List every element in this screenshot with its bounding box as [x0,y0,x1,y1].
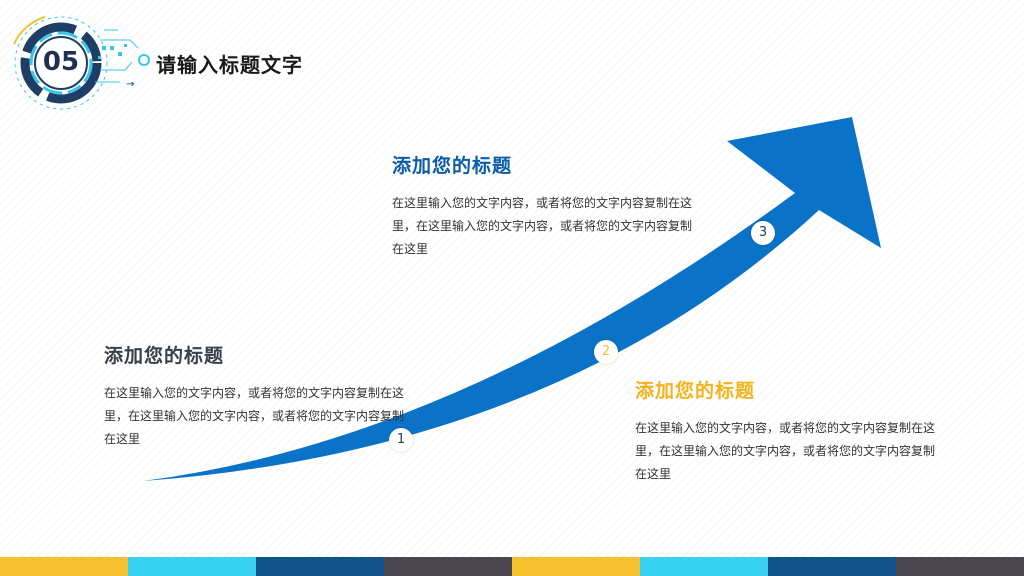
block-title: 添加您的标题 [104,345,225,367]
slide-header: → 05 请输入标题文字 [0,0,360,110]
step-number-1: 1 [396,432,406,447]
text-block-2: 添加您的标题 在这里输入您的文字内容，或者将您的文字内容复制在这里，在这里输入您… [635,376,945,486]
color-segment [512,557,640,576]
step-number-3: 3 [758,225,768,240]
text-block-1: 添加您的标题 在这里输入您的文字内容，或者将您的文字内容复制在这里，在这里输入您… [104,341,404,451]
step-marker-2: 2 [594,340,618,364]
block-body: 在这里输入您的文字内容，或者将您的文字内容复制在这里，在这里输入您的文字内容，或… [104,386,405,446]
color-segment [0,557,128,576]
step-number-2: 2 [601,344,611,359]
text-block-3: 添加您的标题 在这里输入您的文字内容，或者将您的文字内容复制在这里，在这里输入您… [392,151,692,261]
color-segment [384,557,512,576]
color-segment [640,557,768,576]
bottom-color-bar [0,557,1024,576]
color-segment [896,557,1024,576]
color-segment [128,557,256,576]
gear-icon [138,54,150,66]
step-marker-3: 3 [751,221,775,245]
page-title: 请输入标题文字 [156,53,303,77]
block-title: 添加您的标题 [635,380,756,402]
color-segment [768,557,896,576]
block-title: 添加您的标题 [392,155,513,177]
section-number: 05 [42,47,80,77]
step-marker-1: 1 [389,428,413,452]
badge-graphic [13,16,139,110]
arrow-right-icon: → [126,79,135,90]
block-body: 在这里输入您的文字内容，或者将您的文字内容复制在这里，在这里输入您的文字内容，或… [392,196,693,256]
color-segment [256,557,384,576]
block-body: 在这里输入您的文字内容，或者将您的文字内容复制在这里，在这里输入您的文字内容，或… [635,421,936,481]
